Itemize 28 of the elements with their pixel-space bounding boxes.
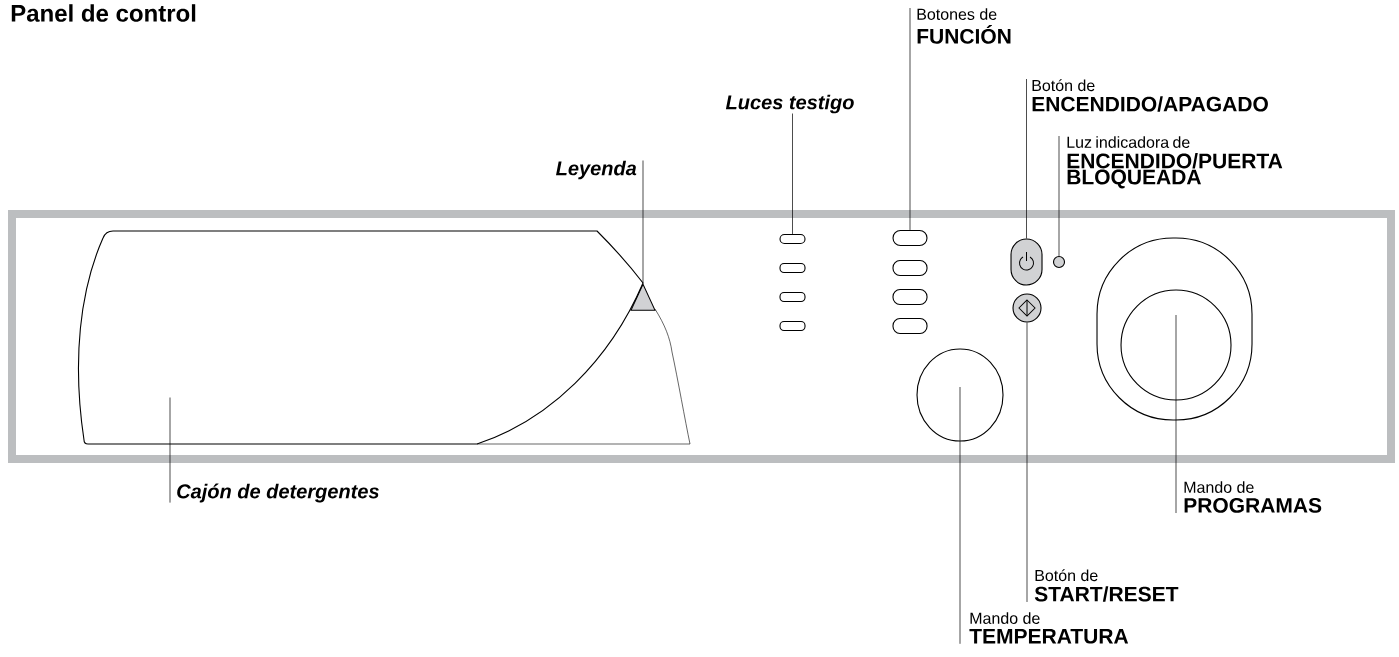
callout-label: Leyenda [556, 160, 637, 180]
callout-label: Botón de ENCENDIDO/APAGADO [1032, 79, 1268, 112]
leader-line [909, 7, 911, 231]
program-knob [1120, 289, 1232, 401]
legend-triangle [630, 283, 656, 311]
leader-line [959, 386, 961, 645]
callout-label: Mando de PROGRAMAS [1184, 481, 1322, 513]
indicator-lamp [1052, 255, 1066, 269]
callout-label: Luces testigo [725, 94, 854, 114]
leader-line [169, 397, 171, 503]
leader-line [1026, 322, 1028, 603]
leader-line [642, 160, 644, 284]
callout-label: Mando de TEMPERATURA [969, 612, 1129, 644]
start-button [1012, 293, 1042, 323]
leader-line [1026, 78, 1027, 239]
function-button [892, 229, 928, 247]
callout-label: Cajón de detergentes [177, 483, 379, 503]
callout-label: Luz indicadora de ENCENDIDO/PUERTA BLOQUEADA [1067, 136, 1283, 189]
callout-label: Botones de FUNCIÓN [917, 8, 1011, 44]
indicator-light [779, 233, 806, 245]
title: Panel de control [11, 4, 196, 22]
leader-line [1175, 314, 1177, 514]
leader-line [1058, 135, 1060, 257]
temperature-knob [916, 348, 1004, 442]
detergent-drawer [77, 230, 691, 445]
leader-line [792, 113, 793, 235]
power-button [1010, 238, 1043, 286]
callout-label: Botón de START/RESET [1034, 569, 1179, 602]
